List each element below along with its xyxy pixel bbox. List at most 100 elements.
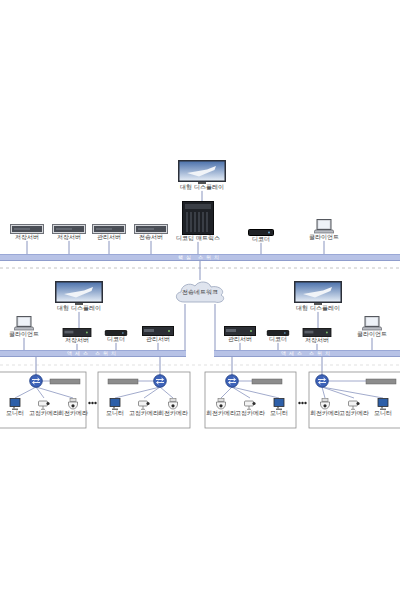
network-link (324, 241, 325, 254)
dome-camera-device: 회전카메라 (158, 398, 188, 416)
node-label: 관리서버 (92, 234, 126, 241)
network-link (202, 191, 203, 201)
node-label: 전송서버 (134, 234, 168, 241)
display-wall: 대형 디스플레이 (178, 160, 226, 191)
node-label: 회전카메라 (158, 410, 188, 416)
connector-group (24, 191, 372, 350)
matrix-chassis: 디코딩 매트릭스 (174, 201, 222, 242)
server-icon (63, 328, 91, 336)
node-label: 대형 디스플레이 (294, 305, 342, 312)
strip-wire (328, 381, 366, 382)
ellipsis-dot (91, 402, 93, 404)
server-icon (135, 225, 168, 234)
network-link (24, 338, 25, 350)
node-label: 디코더 (96, 336, 136, 343)
node-label: 고정카메라 (129, 410, 159, 416)
node-label: 회전카메라 (206, 410, 236, 416)
monitor-device: 모니터 (368, 398, 398, 416)
node-label: 모니터 (0, 410, 30, 416)
network-link (198, 242, 199, 254)
node-label: 모니터 (368, 410, 398, 416)
divider-line (0, 365, 400, 366)
node-label: 저장서버 (57, 337, 97, 344)
server-unit: 저장서버 (52, 224, 86, 241)
display-icon (178, 160, 226, 184)
node-label: 회전카메라 (58, 410, 88, 416)
network-link (69, 241, 70, 254)
camera-device: 고정카메라 (235, 398, 265, 416)
network-bus: 핵심 스위치 (0, 254, 400, 261)
ellipsis-dot (88, 402, 90, 404)
ellipsis-dot (304, 402, 306, 404)
node-label: 고정카메라 (29, 410, 59, 416)
ellipsis-dot (94, 402, 96, 404)
node-label: 클라이언트 (4, 331, 44, 338)
node-label: 대형 디스플레이 (178, 184, 226, 191)
camera-device: 고정카메라 (129, 398, 159, 416)
switch-icon (226, 375, 239, 388)
display-wall: 대형 디스플레이 (55, 281, 103, 312)
camera-icon (349, 401, 360, 409)
network-link (261, 243, 262, 254)
server-icon (225, 327, 256, 336)
monitor-icon (274, 399, 284, 410)
node-label: 클라이언트 (304, 234, 344, 241)
box-icon (267, 330, 288, 335)
network-link (200, 261, 201, 280)
server-icon (11, 225, 44, 234)
server-unit: 관리서버 (220, 326, 260, 343)
server-icon (303, 328, 331, 336)
camera-icon (39, 401, 50, 409)
node-label: 디코더 (258, 336, 298, 343)
device-wire (221, 387, 279, 398)
bus-label: 액세스 스위치 (214, 351, 400, 356)
recorder-strip (50, 379, 80, 384)
server-unit: 저장서버 (10, 224, 44, 241)
dome-icon (69, 399, 78, 409)
node-label: 관리서버 (220, 336, 260, 343)
switch-icon (30, 375, 43, 388)
monitor-icon (378, 399, 388, 410)
network-link (240, 343, 241, 350)
network-link (372, 338, 373, 350)
node-label: 디코더 (241, 236, 281, 243)
client-laptop: 클라이언트 (352, 316, 392, 338)
recorder-strip (252, 379, 282, 384)
laptop-icon (362, 317, 382, 331)
server-unit: 관리서버 (92, 224, 126, 241)
group-frame (0, 372, 86, 428)
strip-wire (138, 381, 154, 382)
decoder-box: 디코더 (258, 330, 298, 343)
box-icon (249, 230, 274, 236)
network-link (185, 304, 186, 350)
recorder-strip (366, 379, 396, 384)
monitor-device: 모니터 (0, 398, 30, 416)
bus-label: 핵심 스위치 (0, 255, 400, 260)
server-unit: 관리서버 (138, 326, 178, 343)
bus-label: 액세스 스위치 (0, 351, 186, 356)
monitor-icon (110, 399, 120, 410)
node-label: 클라이언트 (352, 331, 392, 338)
display-icon (55, 281, 103, 305)
group-frame (309, 372, 400, 428)
group-frame (98, 372, 190, 428)
group-frame (205, 372, 296, 428)
client-laptop: 클라이언트 (304, 219, 344, 241)
dome-camera-device: 회전카메라 (310, 398, 340, 416)
network-cloud: 전송네트워크 (172, 280, 228, 304)
device-wire (115, 387, 173, 398)
dome-camera-device: 회전카메라 (58, 398, 88, 416)
server-icon (93, 225, 126, 234)
node-label: 고정카메라 (235, 410, 265, 416)
monitor-icon (10, 399, 20, 410)
network-link (79, 312, 80, 328)
device-wire (15, 387, 73, 398)
recorder-strip (108, 379, 138, 384)
node-label: 디코딩 매트릭스 (174, 235, 222, 242)
server-unit: 저장서버 (57, 328, 97, 344)
laptop-icon (314, 220, 334, 234)
network-bus: 액세스 스위치 (214, 350, 400, 357)
node-label: 고정카메라 (339, 410, 369, 416)
node-label: 회전카메라 (310, 410, 340, 416)
